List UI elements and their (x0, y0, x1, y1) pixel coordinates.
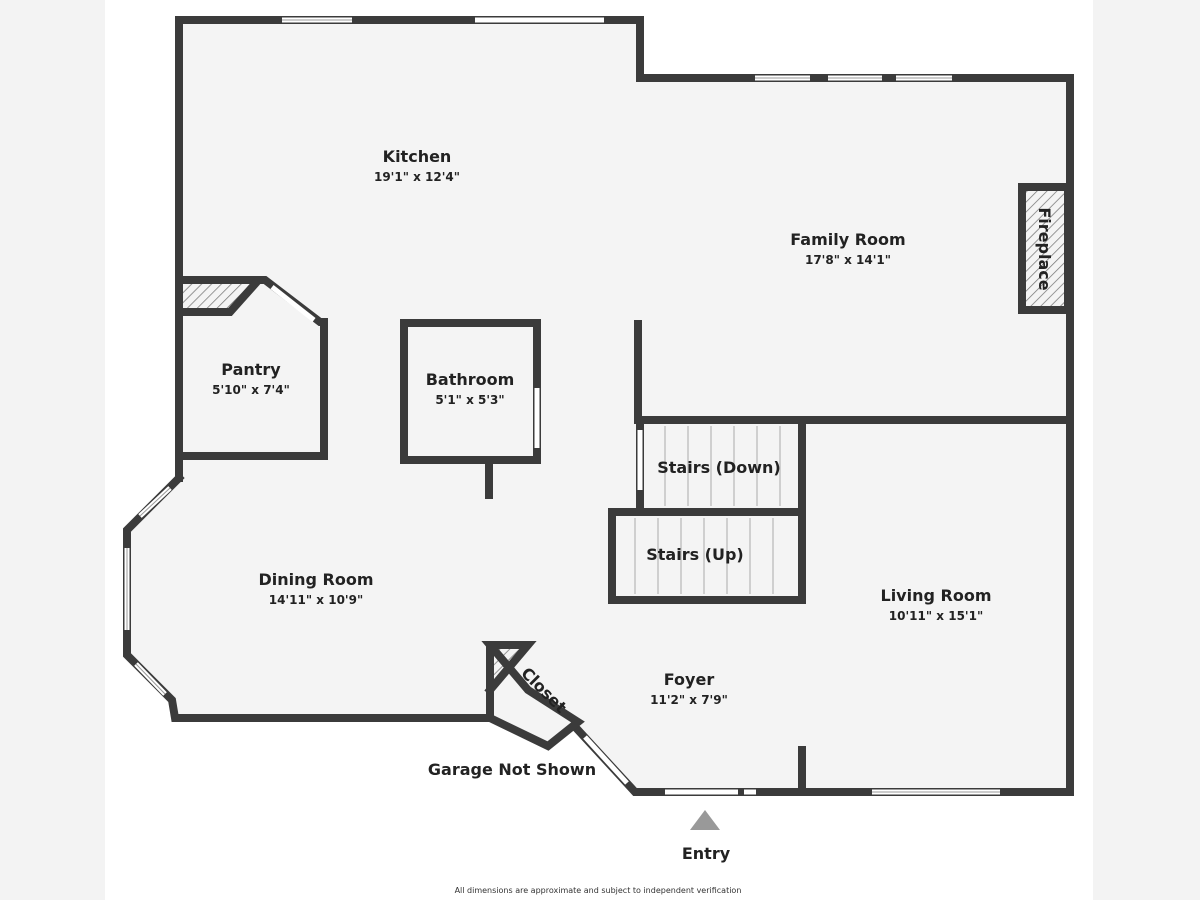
entry-arrow-icon (690, 810, 720, 830)
foyer-size: 11'2" x 7'9" (650, 693, 728, 707)
stairs-down-label: Stairs (Down) (657, 458, 781, 477)
stairs-up-box (608, 508, 806, 604)
pantry-size: 5'10" x 7'4" (212, 383, 290, 397)
disclaimer: All dimensions are approximate and subje… (455, 886, 742, 895)
fireplace (1018, 183, 1072, 314)
fireplace-label: Fireplace (1035, 207, 1054, 290)
pantry-label: Pantry (221, 360, 281, 379)
foyer-label: Foyer (664, 670, 715, 689)
bathroom-label: Bathroom (426, 370, 515, 389)
windows (124, 17, 1000, 795)
floor-area (127, 20, 1070, 792)
stair-treads (634, 426, 781, 594)
family-room-label: Family Room (790, 230, 905, 249)
closet-walls (481, 641, 585, 751)
family-room-size: 17'8" x 14'1" (805, 253, 891, 267)
pantry-wall (175, 276, 328, 460)
pantry-inner-wall (175, 278, 261, 316)
kitchen-label: Kitchen (383, 147, 452, 166)
dining-room-label: Dining Room (258, 570, 373, 589)
stairs-up-label: Stairs (Up) (646, 545, 744, 564)
living-room-label: Living Room (881, 586, 992, 605)
dining-room-size: 14'11" x 10'9" (269, 593, 363, 607)
garage-label: Garage Not Shown (428, 760, 596, 779)
entry-label: Entry (682, 844, 731, 863)
living-room-size: 10'11" x 15'1" (889, 609, 983, 623)
bathroom-size: 5'1" x 5'3" (435, 393, 504, 407)
kitchen-size: 19'1" x 12'4" (374, 170, 460, 184)
pantry-window (270, 285, 316, 322)
